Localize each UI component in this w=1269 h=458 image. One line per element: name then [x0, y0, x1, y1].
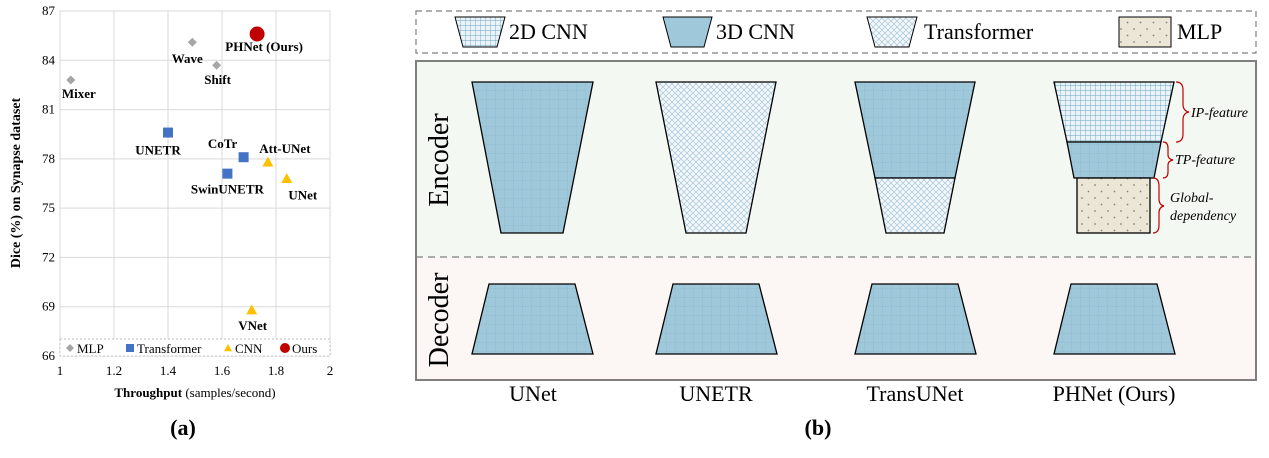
legend-label-ours: Ours — [292, 341, 317, 356]
phnet-decoder — [1053, 283, 1176, 355]
transunet-encoder-cnn — [854, 81, 976, 179]
data-points — [66, 26, 293, 315]
panel-a-caption: (a) — [170, 415, 196, 440]
legend-marker-mlp — [66, 344, 74, 352]
model-name-transunet: TransUNet — [867, 381, 964, 406]
architecture-diagram: 2D CNN 3D CNN Transformer MLP Encoder De… — [415, 10, 1257, 440]
legend-marker-cnn — [224, 344, 232, 352]
y-tick-label: 81 — [42, 102, 55, 117]
x-axis-title-rest: (samples/second) — [182, 385, 276, 400]
model-name-unetr: UNETR — [679, 381, 753, 406]
plot-area — [59, 10, 331, 357]
x-axis-title-bold: Throughput — [114, 385, 182, 400]
data-label: UNet — [288, 188, 318, 203]
unet-decoder — [471, 283, 594, 355]
phnet-encoder-3d-cnn — [1066, 141, 1162, 179]
data-point-unetr — [163, 127, 173, 138]
x-tick-label: 1 — [57, 363, 64, 378]
phnet-encoder-mlp — [1076, 177, 1151, 234]
unetr-decoder — [655, 283, 778, 355]
encoder-label: Encoder — [424, 113, 455, 207]
y-tick-label: 84 — [42, 52, 56, 67]
panel-b-caption: (b) — [805, 415, 832, 440]
y-tick-label: 87 — [42, 3, 56, 18]
tp-feature-annotation: TP-feature — [1175, 153, 1235, 168]
model-name-phnet: PHNet (Ours) — [1053, 381, 1176, 406]
data-point-vnet — [246, 304, 258, 315]
data-point-shift — [212, 60, 222, 70]
data-label: Shift — [204, 72, 231, 87]
y-tick-label: 72 — [42, 249, 55, 264]
decoder-label: Decoder — [424, 272, 455, 368]
tp-feature-bracket — [1162, 141, 1174, 179]
y-tick-label: 75 — [42, 200, 55, 215]
legend-mlp-label: MLP — [1177, 19, 1222, 44]
data-point-unet — [281, 173, 293, 183]
data-point-cotr — [238, 152, 249, 163]
legend-mlp-swatch — [1118, 16, 1172, 48]
x-tick-label: 1.6 — [214, 363, 231, 378]
y-tick-label: 78 — [42, 151, 55, 166]
legend-label-cnn: CNN — [235, 341, 263, 356]
data-point-att-unet — [262, 156, 274, 167]
ip-feature-bracket — [1175, 81, 1190, 143]
data-label: Mixer — [62, 86, 96, 101]
y-tick-label: 66 — [42, 348, 56, 363]
x-tick-label: 1.2 — [106, 363, 122, 378]
legend-marker-transformer — [126, 344, 134, 352]
legend-label-mlp: MLP — [77, 341, 104, 356]
legend-2d-cnn-swatch — [454, 16, 506, 48]
data-point-wave — [187, 37, 197, 47]
ip-feature-annotation: IP-feature — [1190, 106, 1248, 121]
global-dependency-annotation-line2: dependency — [1170, 209, 1237, 224]
x-axis-title: Throughput (samples/second) — [114, 385, 275, 400]
x-tick-label: 1.4 — [160, 363, 177, 378]
legend-label-transformer: Transformer — [137, 341, 202, 356]
global-dependency-annotation-line1: Global- — [1170, 191, 1214, 206]
data-label: Att-UNet — [259, 141, 311, 156]
data-label: SwinUNETR — [191, 182, 265, 197]
transunet-encoder-transformer — [874, 177, 956, 234]
model-name-unet: UNet — [509, 381, 557, 406]
data-label: VNet — [238, 318, 268, 333]
data-label: PHNet (Ours) — [225, 39, 303, 54]
data-label: Wave — [172, 51, 203, 66]
legend-transformer-label: Transformer — [924, 19, 1034, 44]
diagram-frame — [415, 60, 1257, 381]
legend-transformer-swatch — [866, 16, 918, 48]
y-tick-label: 69 — [42, 299, 55, 314]
phnet-encoder-2d-cnn — [1053, 81, 1175, 143]
data-point-phnet-ours- — [249, 26, 265, 42]
chart-legend: MLP Transformer CNN Ours — [66, 341, 317, 356]
y-axis-title: Dice (%) on Synapse dataset — [9, 98, 24, 269]
axis-ticks: 66 69 72 75 78 81 84 87 1 1.2 1.4 1.6 1.8 2 — [42, 3, 333, 378]
legend-marker-ours — [280, 343, 290, 353]
x-tick-label: 2 — [327, 363, 334, 378]
legend-3d-cnn-label: 3D CNN — [716, 19, 795, 44]
global-dependency-bracket — [1152, 177, 1165, 234]
diagram-legend-box — [415, 10, 1257, 54]
scatter-chart: 66 69 72 75 78 81 84 87 1 1.2 1.4 1.6 1.8 2 Mixer Wave… — [9, 3, 333, 440]
x-tick-label: 1.8 — [268, 363, 284, 378]
data-point-mixer — [66, 75, 76, 85]
transunet-decoder — [854, 283, 977, 355]
data-label: UNETR — [135, 143, 181, 158]
legend-2d-cnn-label: 2D CNN — [509, 19, 588, 44]
legend-3d-cnn-swatch — [662, 16, 713, 48]
unet-encoder — [471, 81, 594, 234]
data-label: CoTr — [208, 136, 238, 151]
data-point-swinunetr — [222, 168, 233, 179]
unetr-encoder — [655, 81, 777, 234]
